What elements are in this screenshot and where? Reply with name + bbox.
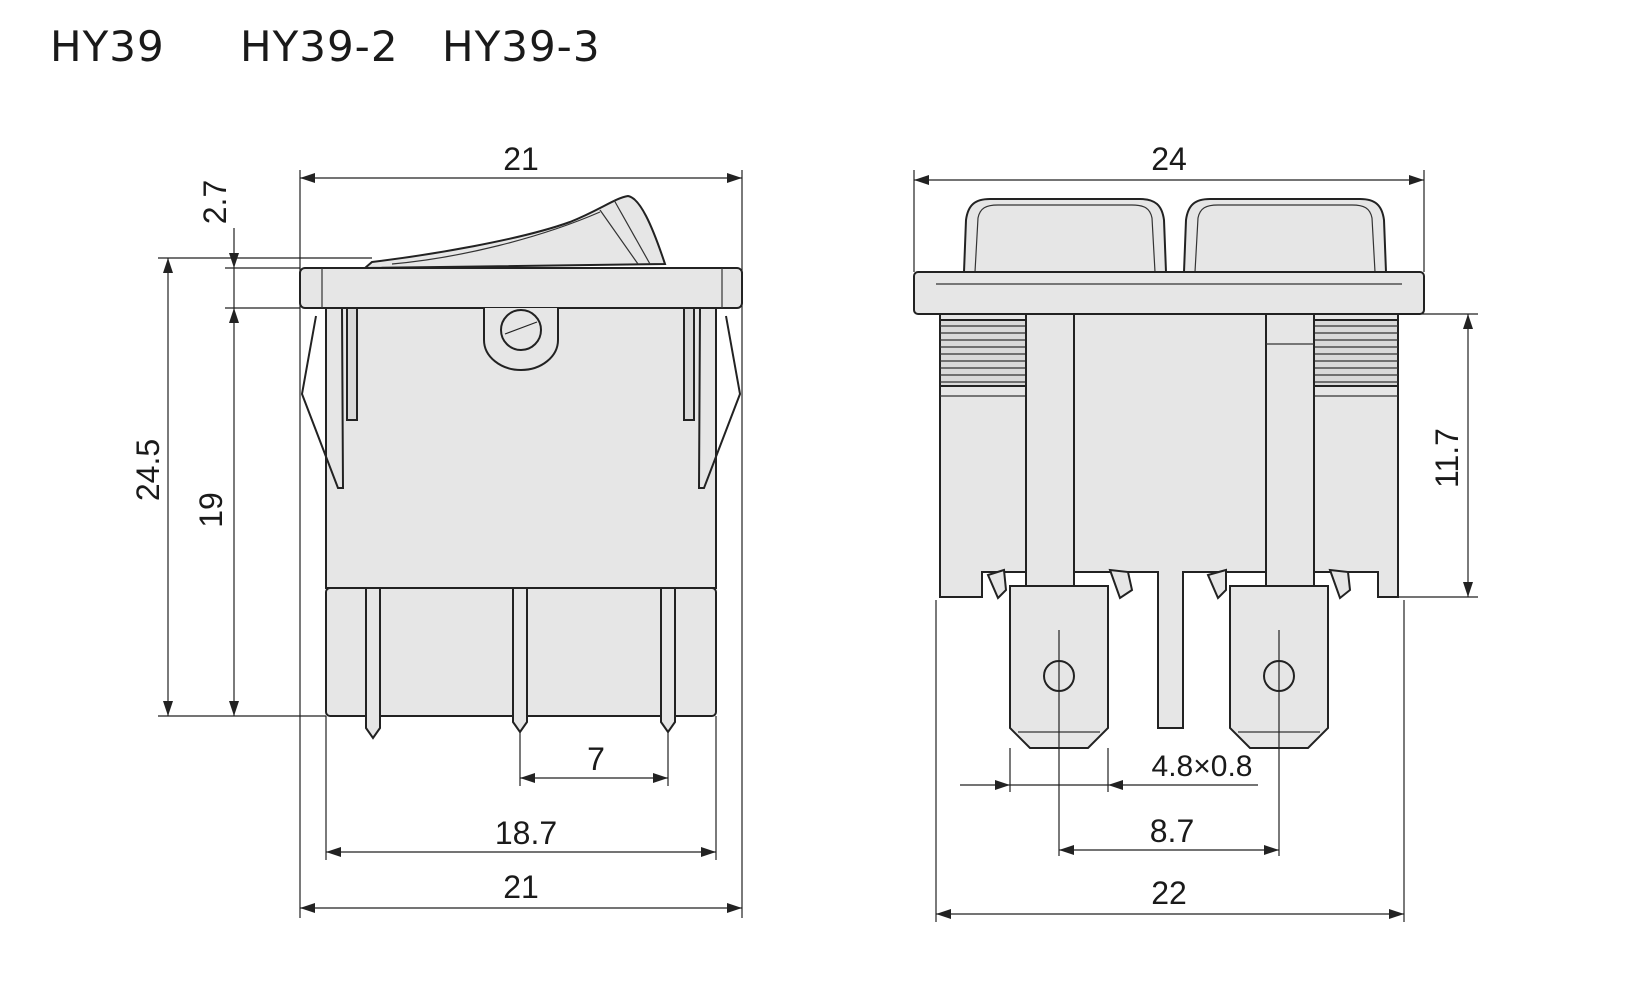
dim-side-clip-height: 11.7 <box>1429 428 1465 488</box>
dim-front-rocker-height: 2.7 <box>197 180 233 224</box>
dim-side-terminal-pitch: 8.7 <box>1150 813 1194 849</box>
model-title-hy39-3: HY39-3 <box>442 22 601 71</box>
dim-front-total-height: 24.5 <box>130 439 166 501</box>
front-rocker <box>362 194 667 270</box>
front-pin-middle <box>512 587 528 734</box>
dim-front-pin-pitch: 7 <box>587 741 605 777</box>
side-view: 24 11.7 4.8×0.8 8.7 22 <box>913 141 1478 922</box>
side-right-clip-ribs <box>1313 319 1399 387</box>
front-view: 21 2.7 24.5 19 7 18.7 21 <box>130 141 743 918</box>
side-rocker-left <box>962 198 1168 273</box>
front-pin-left <box>365 587 381 740</box>
side-left-bar <box>1025 313 1075 587</box>
side-left-clip-ribs <box>939 319 1027 387</box>
dim-front-top-width: 21 <box>503 141 539 177</box>
dim-side-bottom-width: 22 <box>1151 875 1187 911</box>
front-right-clip <box>697 307 742 489</box>
dim-front-body-width: 18.7 <box>495 815 557 851</box>
side-flange <box>913 271 1425 315</box>
model-title-hy39: HY39 <box>50 22 165 71</box>
front-pin-right <box>660 587 676 734</box>
side-rocker-right <box>1182 198 1388 273</box>
dim-side-terminal-size: 4.8×0.8 <box>1152 750 1253 783</box>
front-flange <box>299 267 743 309</box>
dim-front-bottom-width: 21 <box>503 869 539 905</box>
dim-front-body-height: 19 <box>193 492 229 528</box>
front-left-clip <box>300 307 345 489</box>
front-indicator-housing <box>483 308 559 371</box>
side-right-bar <box>1265 313 1315 587</box>
dim-side-top-width: 24 <box>1151 141 1187 177</box>
model-title-hy39-2: HY39-2 <box>240 22 399 71</box>
